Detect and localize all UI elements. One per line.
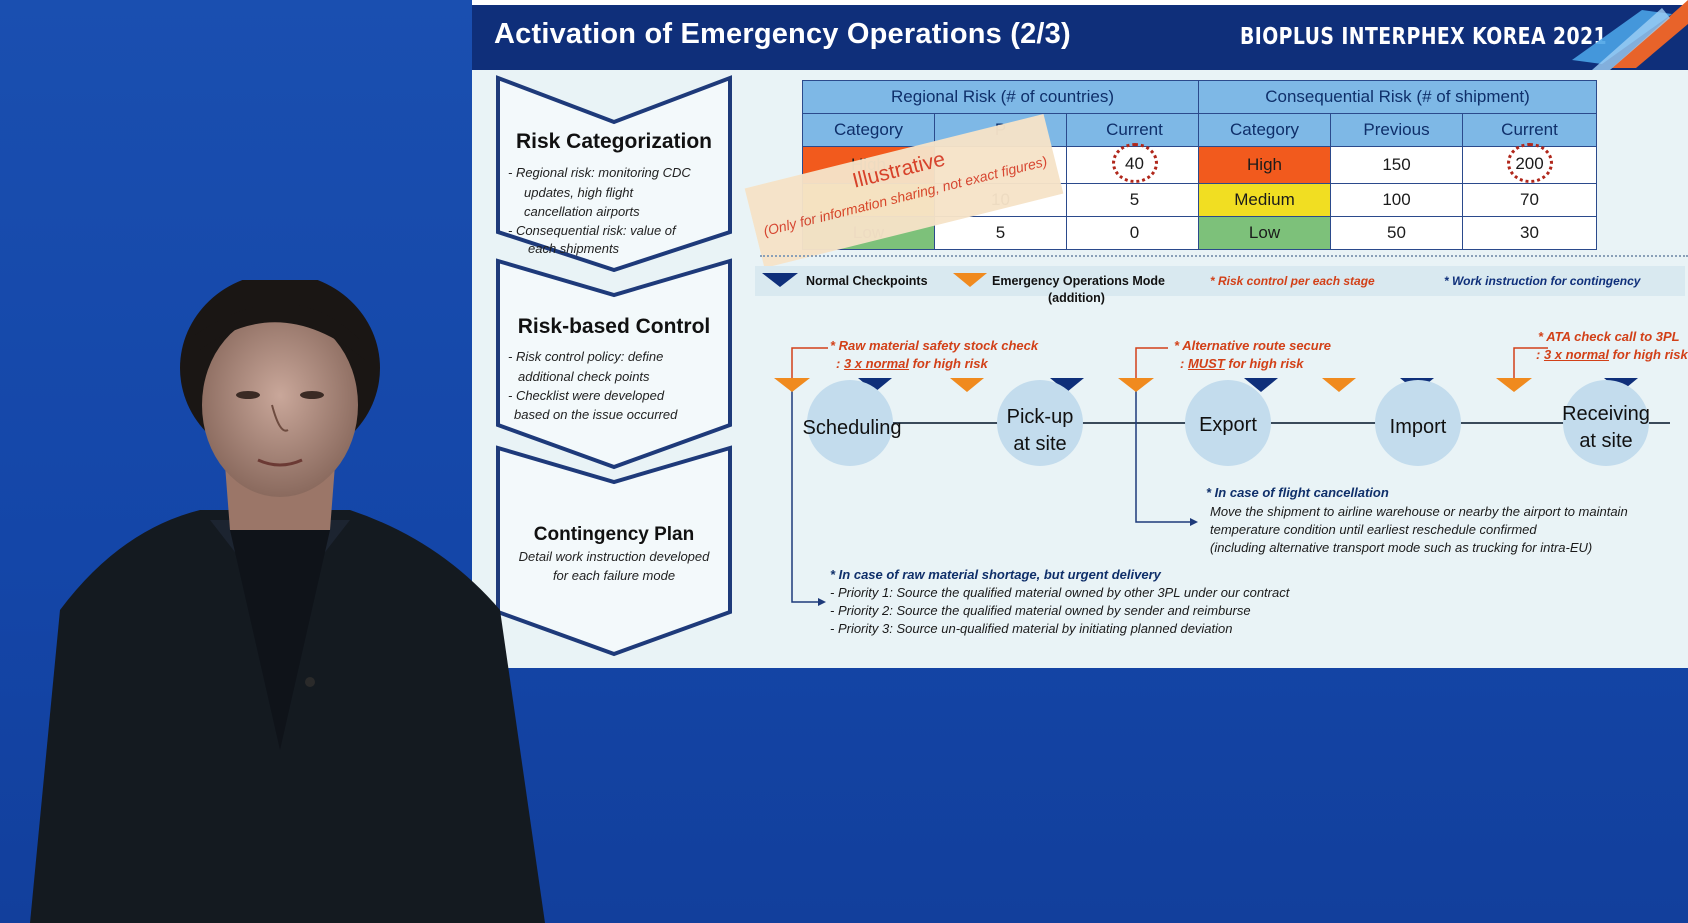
note-shortage-title: * In case of raw material shortage, but … [830, 567, 1161, 582]
chevron-shape [496, 258, 732, 470]
event-name: BIOPLUS INTERPHEX KOREA 2021 [1240, 24, 1608, 50]
column-header: Current [1065, 113, 1204, 147]
note-flight-line: Move the shipment to airline warehouse o… [1210, 504, 1628, 519]
note-raw-material-rule: : 3 x normal for high risk [836, 356, 988, 371]
column-header: Previous [1330, 113, 1463, 147]
column-header: Current [1461, 113, 1598, 147]
stage-import: Import [1389, 416, 1447, 438]
chevron-line: each shipments [528, 241, 620, 256]
legend-band [755, 266, 1685, 296]
event-logo-icon [1572, 0, 1688, 70]
chevron-line: updates, high flight [524, 185, 634, 200]
legend-risk-control: * Risk control per each stage [1210, 274, 1375, 288]
note-raw-material: * Raw material safety stock check [830, 338, 1039, 353]
chevron-title: Contingency Plan [533, 524, 695, 545]
note-shortage-line: - Priority 2: Source the qualified mater… [830, 603, 1251, 618]
chevron-title: Risk-based Control [517, 315, 711, 338]
current-value: 5 [1065, 183, 1204, 217]
note-shortage-line: - Priority 1: Source the qualified mater… [830, 585, 1290, 600]
normal-checkpoint-icon [762, 273, 798, 287]
chevron-line: - Risk control policy: define [508, 349, 664, 364]
previous-value: 100 [1330, 183, 1463, 217]
slide-title: Activation of Emergency Operations (2/3) [494, 18, 1071, 50]
note-flight-title: * In case of flight cancellation [1206, 485, 1389, 500]
previous-value: 5 [934, 216, 1067, 250]
circled-value: 40 [1111, 143, 1158, 183]
chevron-line: - Regional risk: monitoring CDC [508, 165, 691, 180]
note-alt-route: * Alternative route secure [1174, 338, 1332, 353]
legend-emergency-addition: (addition) [1048, 291, 1105, 305]
current-value: 40 [1065, 143, 1204, 184]
header-top-strip [472, 0, 1688, 5]
table-title: Consequential Risk (# of shipment) [1197, 80, 1598, 114]
stage-circle-scheduling [807, 380, 893, 466]
current-value: 70 [1461, 183, 1598, 217]
note-flight-line: (including alternative transport mode su… [1210, 540, 1593, 555]
current-value: 200 [1461, 143, 1598, 184]
chevron-line: based on the issue occurred [514, 407, 678, 422]
stage-receiving: Receiving [1562, 403, 1650, 425]
circled-value: 200 [1506, 143, 1553, 183]
chevron-shape [496, 75, 732, 272]
previous-value: 50 [1330, 216, 1463, 250]
stage-circle-receiving [1563, 380, 1649, 466]
note-alt-route-rule: : MUST for high risk [1180, 356, 1304, 371]
category-low: Low [1198, 216, 1331, 250]
emergency-checkpoint-icon [953, 273, 987, 287]
category-high: High [1198, 146, 1331, 184]
chevron-line: cancellation airports [524, 204, 640, 219]
current-value: 0 [1065, 216, 1204, 250]
note-ata-rule: : 3 x normal for high risk [1536, 347, 1688, 362]
note-flight-line: temperature condition until earliest res… [1210, 522, 1537, 537]
table-row: Medium 100 70 [1198, 183, 1598, 217]
consequential-risk-table: Consequential Risk (# of shipment) Categ… [1197, 80, 1598, 250]
chevron-line: - Consequential risk: value of [508, 223, 676, 238]
chevron-line: Detail work instruction developed [518, 549, 710, 564]
stage-circle-export [1185, 380, 1271, 466]
previous-value: 150 [1330, 146, 1463, 184]
note-shortage-line: - Priority 3: Source un-qualified materi… [830, 621, 1233, 636]
legend-normal: Normal Checkpoints [806, 274, 928, 288]
chevron-line: for each failure mode [552, 568, 676, 583]
divider [760, 255, 1688, 257]
table-row: High 150 200 [1198, 143, 1598, 184]
stage-scheduling: Scheduling [802, 417, 902, 439]
legend-work-instruction: * Work instruction for contingency [1444, 274, 1641, 288]
note-ata: * ATA check call to 3PL [1538, 329, 1680, 344]
stage-pickup: Pick-up [1006, 406, 1074, 428]
legend-emergency: Emergency Operations Mode [992, 274, 1165, 288]
category-medium: Medium [1198, 183, 1331, 217]
table-title: Regional Risk (# of countries) [801, 80, 1204, 114]
chevron-line: - Checklist were developed [508, 388, 665, 403]
column-header: Category [1198, 113, 1331, 147]
stage-circle-import [1375, 380, 1461, 466]
chevron-line: additional check points [518, 369, 650, 384]
chevron-title: Risk Categorization [515, 130, 713, 153]
slide-header: Activation of Emergency Operations (2/3)… [472, 0, 1688, 70]
column-header: Category [802, 113, 935, 147]
stage-pickup-site: at site [1013, 433, 1067, 455]
stage-circle-pickup [997, 380, 1083, 466]
stage-export: Export [1199, 414, 1257, 436]
chevron-contingency-plan: Contingency Plan Detail work instruction… [494, 442, 734, 657]
chevron-risk-categorization: Risk Categorization - Regional risk: mon… [494, 72, 734, 272]
current-value: 30 [1461, 216, 1598, 250]
table-row: Low 50 30 [1198, 216, 1598, 250]
presenter-video [30, 280, 545, 923]
stage-receiving-site: at site [1579, 430, 1633, 452]
chevron-risk-based-control: Risk-based Control - Risk control policy… [494, 255, 734, 470]
